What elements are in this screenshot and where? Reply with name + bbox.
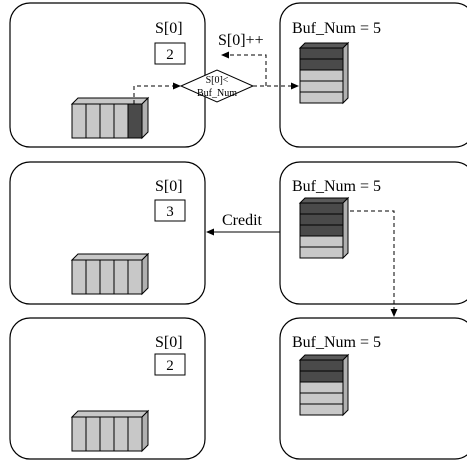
sender-panel-3 <box>9 317 206 460</box>
sender-1-queue <box>70 96 150 140</box>
sender-2-counter-value: 3 <box>166 204 174 220</box>
receiver-panel-3 <box>279 317 467 460</box>
buffer-top-face <box>298 42 350 49</box>
send-request-arrow <box>133 82 181 104</box>
receiver-2-buffer <box>298 196 350 260</box>
buffer-slot <box>299 202 344 215</box>
queue-slot <box>113 103 129 139</box>
sender-1-counter-box <box>154 42 186 65</box>
credit-label: Credit <box>222 212 263 229</box>
buffer-slot <box>299 246 344 259</box>
sender-2-queue <box>70 252 150 296</box>
receiver-1-buffer <box>298 41 350 105</box>
buffer-slot <box>299 80 344 93</box>
receiver-2-buf-label: Buf_Num = 5 <box>292 178 381 195</box>
queue-slot <box>71 259 87 295</box>
queue-slot <box>127 416 143 452</box>
buffer-top-face <box>298 354 350 361</box>
buffer-slot <box>299 370 344 383</box>
increment-arrow <box>221 51 267 86</box>
increment-label: S[0]++ <box>218 32 264 49</box>
buffer-slot <box>299 392 344 405</box>
buffer-side-face <box>342 353 349 417</box>
queue-slot <box>113 416 129 452</box>
sender-3-queue <box>70 409 150 453</box>
buffer-side-face <box>342 41 349 105</box>
queue-slot <box>71 416 87 452</box>
queue-slot <box>85 103 101 139</box>
buffer-top-face <box>298 197 350 204</box>
queue-slot <box>127 103 143 139</box>
sender-3-counter-value: 2 <box>166 358 174 374</box>
queue-slot <box>113 259 129 295</box>
buffer-slot <box>299 47 344 60</box>
buffer-slot <box>299 403 344 416</box>
buffer-slot <box>299 69 344 82</box>
queue-slot <box>99 103 115 139</box>
buffer-slot <box>299 213 344 226</box>
queue-slot <box>71 103 87 139</box>
queue-top-face <box>70 97 150 105</box>
receiver-1-buf-label: Buf_Num = 5 <box>292 20 381 37</box>
queue-slot <box>99 259 115 295</box>
queue-side-face <box>141 252 149 296</box>
sender-panel-2 <box>9 161 206 305</box>
sender-1-counter-label: S[0] <box>155 20 183 37</box>
queue-side-face <box>141 409 149 453</box>
buffer-slot <box>299 235 344 248</box>
sender-1-counter-value: 2 <box>166 47 174 63</box>
queue-slot <box>85 416 101 452</box>
sender-3-counter-box <box>154 353 186 376</box>
buffer-slot <box>299 359 344 372</box>
queue-slot <box>85 259 101 295</box>
buffer-side-face <box>342 196 349 260</box>
buffer-slot <box>299 58 344 71</box>
receiver-3-buffer <box>298 353 350 417</box>
decision-label-line2: Buf_Num <box>197 88 237 99</box>
queue-side-face <box>141 96 149 140</box>
sender-3-counter-label: S[0] <box>155 334 183 351</box>
buffer-slot <box>299 91 344 104</box>
receiver-panel-1 <box>279 2 467 148</box>
decision-label-line1: S[0]< <box>206 75 229 86</box>
sender-2-counter-label: S[0] <box>155 178 183 195</box>
queue-top-face <box>70 253 150 261</box>
drain-arrow <box>350 210 398 317</box>
buffer-slot <box>299 381 344 394</box>
receiver-3-buf-label: Buf_Num = 5 <box>292 334 381 351</box>
queue-slot <box>99 416 115 452</box>
sender-2-counter-box <box>154 199 186 222</box>
queue-top-face <box>70 410 150 418</box>
queue-slot <box>127 259 143 295</box>
buffer-slot <box>299 224 344 237</box>
